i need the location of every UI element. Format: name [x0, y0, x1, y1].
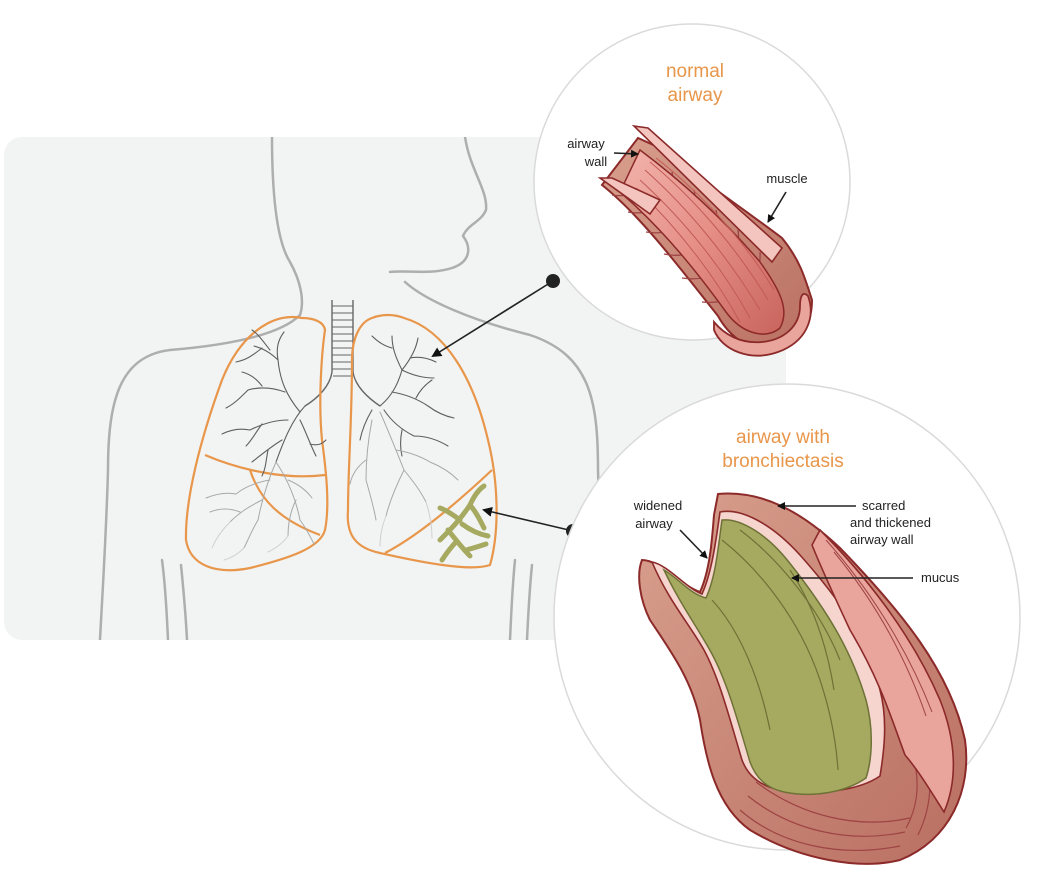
left-lung-outline: [346, 313, 498, 569]
normal-title-line1: normal: [666, 61, 724, 82]
label-scarred-line2: and thickened: [850, 515, 931, 530]
bronchial-tree: [205, 329, 491, 563]
normal-callout-dot: [546, 274, 560, 288]
normal-airway-tube: [597, 124, 814, 357]
bronchiectasis-callout: airway with bronchiectasis: [553, 383, 1021, 865]
label-mucus: mucus: [921, 570, 960, 585]
bronchiectasis-title-line2: bronchiectasis: [722, 451, 843, 472]
mucus-fill: [662, 519, 873, 796]
normal-airway-callout: normal airway: [533, 23, 851, 357]
right-lung-outline: [184, 315, 329, 572]
label-scarred-line3: airway wall: [850, 532, 914, 547]
label-scarred-line1: scarred: [862, 498, 905, 513]
label-widened-line1: widened: [633, 498, 682, 513]
label-muscle: muscle: [766, 171, 807, 186]
diseased-airway-branches: [437, 483, 491, 563]
label-airway-wall-line1: airway: [567, 136, 605, 151]
bronchiectasis-title-line1: airway with: [736, 427, 830, 448]
label-widened-line2: airway: [635, 516, 673, 531]
normal-title-line2: airway: [668, 85, 723, 106]
label-airway-wall-line2: wall: [584, 154, 608, 169]
bronchiectasis-airway-tube: [638, 492, 968, 865]
